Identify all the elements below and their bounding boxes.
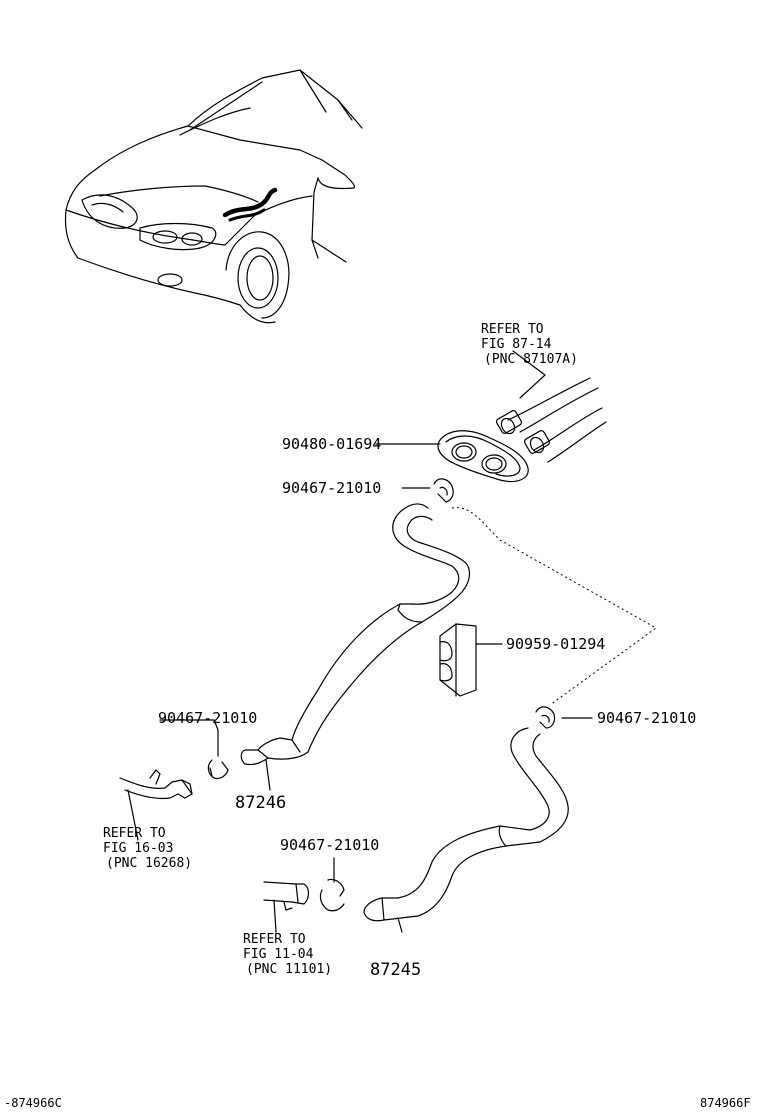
leader-87246 — [265, 759, 271, 791]
pipe-11-04 — [263, 881, 310, 933]
hose-upper-part-number[interactable]: 87246 — [235, 793, 286, 813]
diagram-code-left: -874966C — [4, 1096, 62, 1110]
hose-87246 — [240, 503, 471, 766]
refer-11-line1: REFER TO — [243, 932, 306, 947]
refer-11-line3: (PNC 11101) — [246, 962, 332, 977]
diagram-code-right: 874966F — [700, 1096, 751, 1110]
grommet-part-number[interactable]: 90480-01694 — [282, 435, 381, 453]
bracket-part-number[interactable]: 90959-01294 — [506, 635, 605, 653]
leader-clamp-left — [159, 719, 219, 731]
clamp-right — [535, 706, 593, 729]
refer-87-line2: FIG 87-14 — [481, 337, 552, 352]
heater-pipes — [495, 350, 607, 463]
clamp-left-part-number[interactable]: 90467-21010 — [158, 709, 257, 727]
bracket — [439, 623, 503, 697]
refer-16-line3: (PNC 16268) — [106, 856, 192, 871]
car-illustration — [64, 69, 363, 324]
dotted-route — [451, 507, 657, 706]
refer-11-line2: FIG 11-04 — [243, 947, 314, 962]
clamp-top-part-number[interactable]: 90467-21010 — [282, 479, 381, 497]
pipe-16-03 — [119, 769, 193, 841]
refer-87-line3: (PNC 87107A) — [484, 352, 578, 367]
hose-87245 — [363, 727, 569, 933]
refer-87-line1: REFER TO — [481, 322, 544, 337]
clamp-right-part-number[interactable]: 90467-21010 — [597, 709, 696, 727]
refer-16-line1: REFER TO — [103, 826, 166, 841]
clamp-bottom — [319, 857, 345, 912]
clamp-left — [207, 729, 229, 780]
refer-16-line2: FIG 16-03 — [103, 841, 173, 856]
clamp-bottom-part-number[interactable]: 90467-21010 — [280, 836, 379, 854]
hose-lower-part-number[interactable]: 87245 — [370, 960, 421, 980]
clamp-top — [401, 478, 454, 503]
grommet — [375, 430, 529, 483]
